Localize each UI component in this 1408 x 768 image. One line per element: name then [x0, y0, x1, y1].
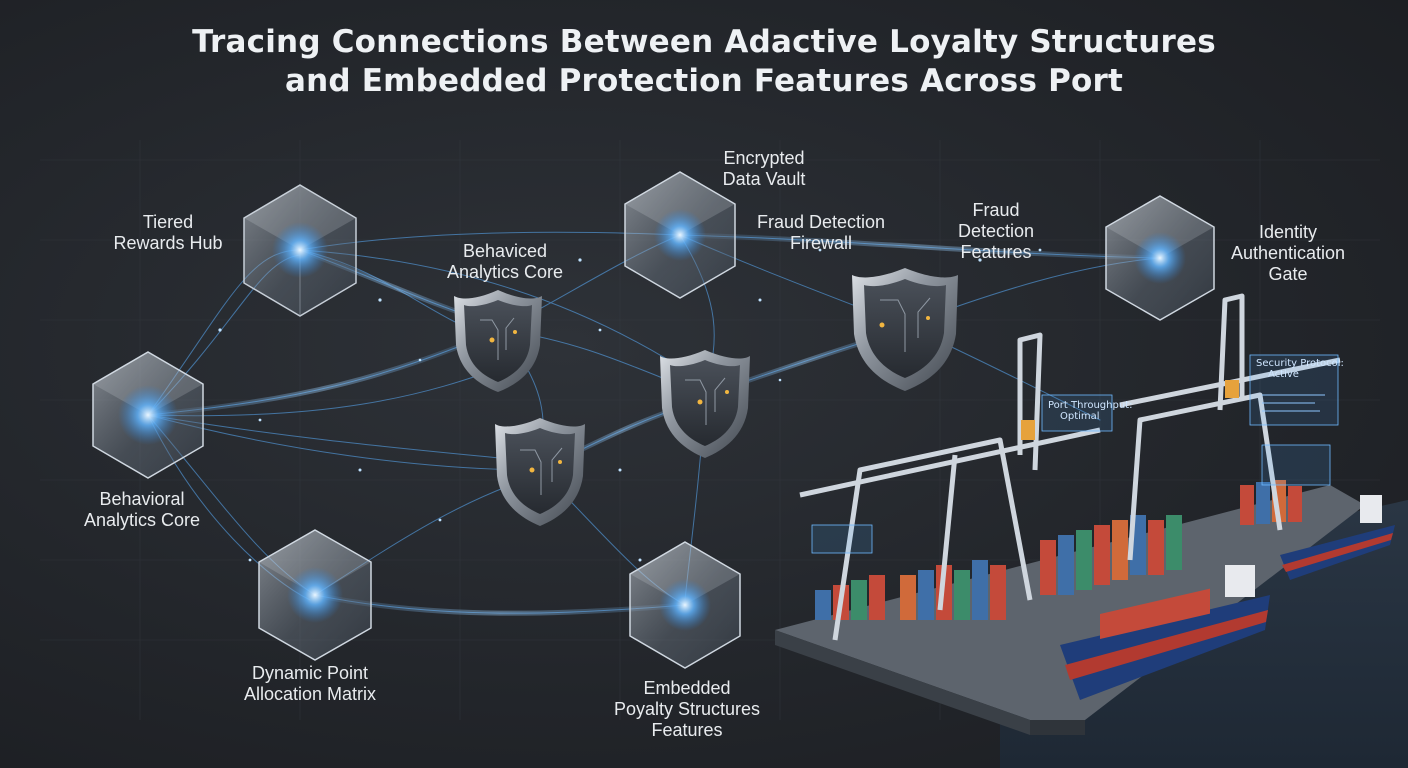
label-behaviced-analytics-core: Behaviced Analytics Core [447, 241, 563, 283]
hud-panel-left [811, 524, 873, 554]
label-line: Tiered [142, 212, 194, 232]
hud-port-throughput-label: Port Throughput: [1048, 400, 1133, 411]
label-line: Embedded [643, 678, 731, 698]
label-line: Features [960, 242, 1032, 262]
glow-core-icon [1134, 232, 1186, 284]
glow-core-icon [287, 567, 343, 623]
label-fraud-detection-firewall: Fraud Detection Firewall [757, 212, 885, 254]
hud-security-protocol-value: Active [1268, 369, 1299, 380]
circuit-icon [520, 447, 563, 495]
label-line: Dynamic Point [251, 663, 369, 683]
label-line: Data Vault [722, 169, 806, 189]
title-line-1: Tracing Connections Between Adactive Loy… [192, 24, 1216, 60]
hud-panel-security [1249, 354, 1339, 426]
node-embedded-poyalty-structures [629, 541, 741, 669]
label-behavioral-analytics-core: Behavioral Analytics Core [84, 489, 200, 531]
title-line-2: and Embedded Protection Features Across … [284, 63, 1124, 99]
label-fraud-detection-features: Fraud Detection Features [958, 200, 1034, 263]
label-line: Gate [1268, 264, 1308, 284]
label-tiered-rewards-hub: Tiered Rewards Hub [113, 212, 222, 254]
circuit-icon [480, 317, 515, 360]
label-line: Encrypted [723, 148, 805, 168]
glow-core-icon [659, 579, 711, 631]
hud-port-throughput: Port Throughput: Optimal [1048, 400, 1132, 422]
shield-fraud-detection-firewall [852, 268, 958, 391]
hud-port-throughput-value: Optimal [1060, 411, 1100, 422]
label-identity-authentication-gate: Identity Authentication Gate [1231, 222, 1345, 285]
label-line: Fraud [972, 200, 1020, 220]
shield-lower-protection [495, 418, 585, 526]
port-scene [775, 293, 1408, 768]
hud-panel-throughput [1041, 394, 1113, 432]
label-line: Analytics Core [446, 262, 564, 282]
label-encrypted-data-vault: Encrypted Data Vault [723, 148, 806, 190]
circuit-icon [880, 297, 931, 352]
cargo-ship-small [1280, 495, 1395, 580]
glow-core-icon [272, 222, 328, 278]
label-line: Behaviced [462, 241, 548, 261]
glow-core-icon [654, 209, 706, 261]
node-identity-authentication-gate [1105, 195, 1215, 321]
label-line: Firewall [789, 233, 853, 253]
label-line: Features [651, 720, 723, 740]
glow-core-icon [118, 385, 178, 445]
label-line: Analytics Core [83, 510, 201, 530]
label-line: Identity [1258, 222, 1318, 242]
label-line: Allocation Matrix [243, 684, 377, 704]
node-tiered-rewards-hub [243, 184, 357, 317]
label-line: Behavioral [99, 489, 185, 509]
data-particles [218, 248, 1042, 562]
node-behavioral-analytics-core [92, 351, 204, 479]
cargo-ship-large [1060, 565, 1270, 700]
label-line: Poyalty Structures [613, 699, 761, 719]
hud-security-protocol-label: Security Protocol: [1256, 358, 1344, 369]
hud-panel-right [1261, 444, 1331, 486]
label-line: Fraud Detection [756, 212, 886, 232]
label-embedded-poyalty-structures: Embedded Poyalty Structures Features [614, 678, 760, 741]
label-line: Authentication [1230, 243, 1346, 263]
shield-embedded-protection [660, 350, 750, 458]
node-dynamic-point-allocation-matrix [258, 529, 372, 661]
shield-behaviced-analytics-core [454, 290, 542, 392]
label-dynamic-point-allocation-matrix: Dynamic Point Allocation Matrix [244, 663, 376, 705]
node-encrypted-data-vault [624, 171, 736, 299]
circuit-icon [685, 377, 726, 425]
label-line: Rewards Hub [113, 233, 223, 253]
container-stacks [815, 480, 1302, 620]
quay-deck [775, 485, 1365, 720]
hud-security-protocol: Security Protocol: Active [1256, 358, 1344, 380]
label-line: Detection [957, 221, 1035, 241]
crane-warning-stripes [1021, 380, 1239, 440]
